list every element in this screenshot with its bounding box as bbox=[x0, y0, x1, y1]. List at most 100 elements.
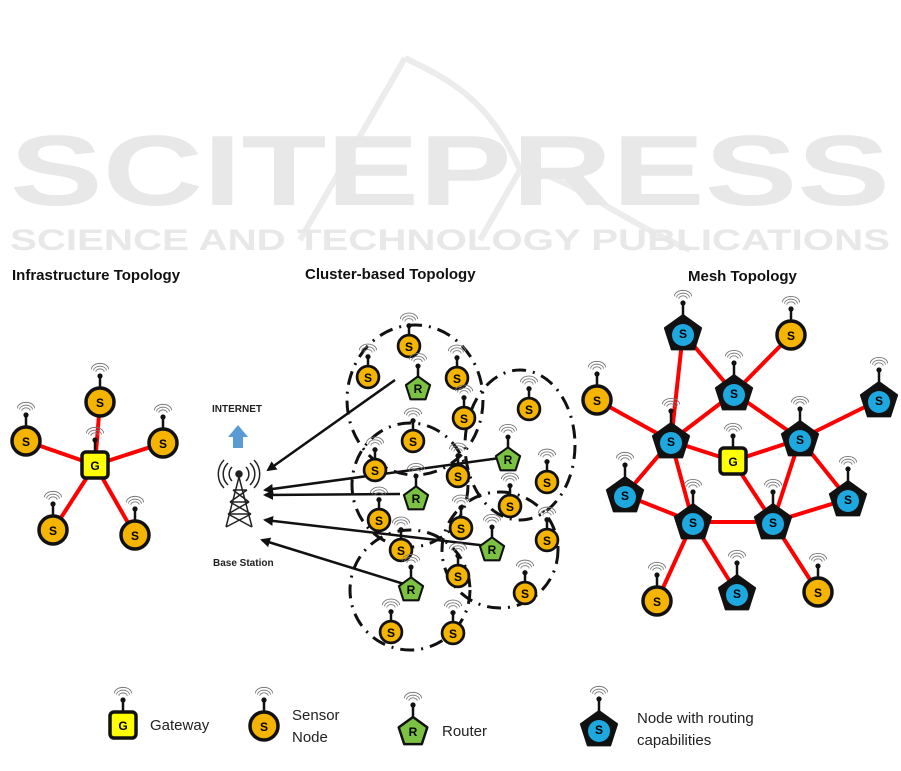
internet-arrow-icon bbox=[228, 425, 248, 448]
antenna-icon bbox=[16, 401, 36, 427]
antenna-icon bbox=[451, 494, 471, 518]
antenna-icon bbox=[85, 426, 105, 452]
sensor-node: S bbox=[147, 403, 179, 459]
node-letter: S bbox=[375, 514, 383, 528]
antenna-icon bbox=[447, 344, 467, 368]
node-letter: S bbox=[593, 394, 601, 408]
node-letter: S bbox=[621, 489, 629, 503]
antenna-icon bbox=[482, 513, 502, 538]
node-letter: S bbox=[454, 470, 462, 484]
sensor-node: S bbox=[445, 542, 471, 589]
antenna-icon bbox=[673, 289, 693, 315]
node-letter: S bbox=[371, 464, 379, 478]
routing-node-node: S bbox=[714, 349, 754, 411]
routing-node-node: S bbox=[828, 455, 868, 517]
routing-node-node: S bbox=[717, 549, 757, 611]
router-node-icon bbox=[478, 536, 506, 562]
antenna-icon bbox=[90, 362, 110, 388]
antenna-icon bbox=[365, 436, 385, 460]
node-letter: S bbox=[96, 396, 104, 410]
node-letter: G bbox=[90, 459, 99, 473]
node-letter: S bbox=[733, 587, 741, 601]
node-letter: S bbox=[159, 437, 167, 451]
legend-label: Gateway bbox=[150, 717, 210, 734]
legend-label: Node with routing bbox=[637, 710, 754, 727]
watermark-sub-text: SCIENCE AND TECHNOLOGY PUBLICATIONS bbox=[10, 224, 890, 257]
antenna-icon bbox=[403, 691, 423, 717]
node-letter: S bbox=[454, 570, 462, 584]
legend-label: Router bbox=[442, 723, 487, 740]
cluster-boundary bbox=[348, 528, 472, 652]
antenna-icon bbox=[369, 486, 389, 510]
antenna-icon bbox=[724, 349, 744, 375]
link-line bbox=[669, 332, 685, 442]
node-letter: S bbox=[260, 720, 268, 734]
node-letter: R bbox=[412, 492, 421, 506]
sensor-node: S bbox=[497, 472, 523, 519]
router-node: R bbox=[402, 462, 430, 511]
antenna-icon bbox=[448, 542, 468, 566]
routing-node-node: S bbox=[579, 685, 619, 747]
antenna-icon bbox=[781, 295, 801, 321]
node-letter: S bbox=[679, 327, 687, 341]
node-letter: S bbox=[397, 544, 405, 558]
node-letter: S bbox=[653, 595, 661, 609]
router-node: R bbox=[494, 423, 522, 472]
cluster-boundary bbox=[463, 368, 577, 522]
routing-node-node: S bbox=[605, 451, 645, 513]
node-letter: S bbox=[449, 627, 457, 641]
router-node-icon bbox=[494, 446, 522, 472]
sensor-node: S bbox=[534, 448, 560, 495]
sensor-node: S bbox=[84, 362, 116, 418]
antenna-icon bbox=[838, 455, 858, 481]
node-letter: S bbox=[460, 412, 468, 426]
antenna-icon bbox=[454, 384, 474, 408]
antenna-icon bbox=[399, 312, 419, 336]
gateway-node: G bbox=[80, 426, 110, 480]
infrastructure-title: Infrastructure Topology bbox=[12, 267, 181, 284]
sensor-node: S bbox=[355, 343, 381, 390]
watermark-logo bbox=[297, 55, 692, 253]
routing-node-node: S bbox=[859, 356, 899, 418]
sensor-node: S bbox=[119, 495, 151, 551]
node-letter: S bbox=[364, 371, 372, 385]
antenna-icon bbox=[519, 375, 539, 399]
node-letter: S bbox=[667, 435, 675, 449]
node-letter: S bbox=[506, 500, 514, 514]
antenna-icon bbox=[869, 356, 889, 382]
base-station: INTERNET Base Station bbox=[212, 404, 274, 569]
node-letter: S bbox=[689, 516, 697, 530]
sensor-node: S bbox=[440, 599, 466, 646]
node-letter: G bbox=[728, 455, 737, 469]
node-letter: S bbox=[405, 340, 413, 354]
sensor-node: S bbox=[37, 490, 69, 546]
antenna-icon bbox=[500, 472, 520, 496]
antenna-icon bbox=[808, 552, 828, 578]
sensor-node: S bbox=[534, 506, 560, 553]
uplink-arrow bbox=[260, 537, 405, 586]
cluster-boundary bbox=[440, 490, 560, 610]
sensor-node: S bbox=[445, 442, 471, 489]
antenna-icon bbox=[683, 478, 703, 504]
node-letter: R bbox=[488, 543, 497, 557]
node-letter: S bbox=[543, 534, 551, 548]
base-station-label: Base Station bbox=[213, 558, 274, 569]
antenna-icon bbox=[125, 495, 145, 521]
antenna-icon bbox=[406, 462, 426, 487]
antenna-icon bbox=[403, 407, 423, 431]
node-letter: S bbox=[453, 372, 461, 386]
node-letter: R bbox=[414, 382, 423, 396]
node-letter: S bbox=[787, 329, 795, 343]
antenna-icon bbox=[113, 686, 133, 712]
gateway-node: G bbox=[108, 686, 138, 740]
node-letter: S bbox=[525, 403, 533, 417]
sensor-node: S bbox=[512, 559, 538, 606]
antenna-icon bbox=[408, 352, 428, 377]
node-letter: S bbox=[49, 524, 57, 538]
node-letter: G bbox=[118, 719, 127, 733]
node-letter: S bbox=[769, 516, 777, 530]
sensor-node: S bbox=[516, 375, 542, 422]
